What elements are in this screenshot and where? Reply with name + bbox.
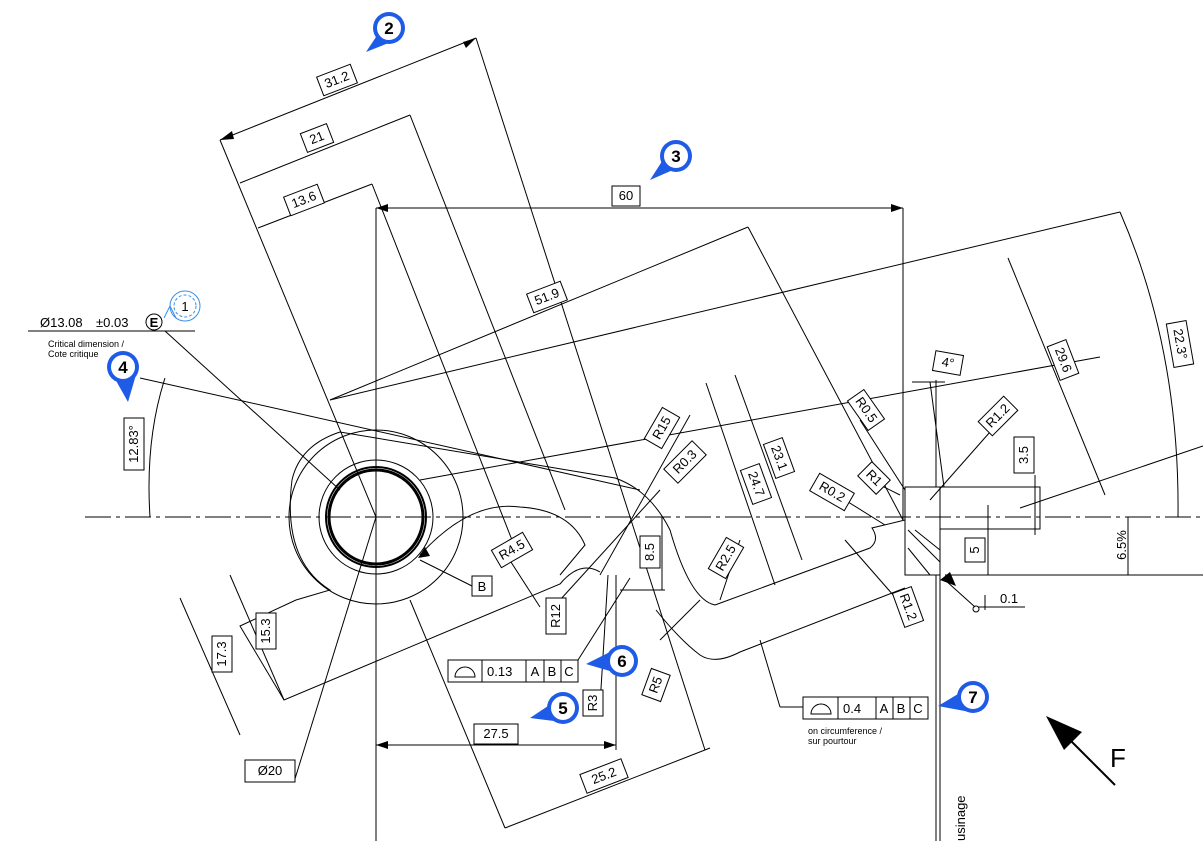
fcf2-datum-b: B (897, 701, 906, 716)
fcf2-note-1: on circumference / (808, 726, 883, 736)
dim-6-5-pct: 6.5% (1114, 530, 1129, 560)
callout-balloon-5: 5 (530, 692, 579, 724)
critical-value: Ø13.08 (40, 315, 83, 330)
part-outline (239, 380, 1203, 841)
datum-b-letter: B (478, 579, 487, 594)
profile-surface-icon-2 (810, 703, 832, 715)
critical-dimension: Ø13.08 ±0.03 E 1 Critical dimension / Co… (40, 290, 201, 359)
dim-5: 5 (967, 546, 982, 553)
dim-0-1: 0.1 (1000, 591, 1018, 606)
envelope-letter: E (150, 315, 159, 330)
fcf1-tolerance: 0.13 (487, 664, 512, 679)
callout-balloon-6: 6 (586, 645, 638, 677)
critical-flag-number: 1 (181, 299, 188, 314)
dim-15-3: 15.3 (258, 618, 273, 643)
dim-17-3: 17.3 (214, 641, 229, 666)
critical-note-en: Critical dimension / (48, 339, 125, 349)
view-arrow-icon (1046, 716, 1082, 750)
dim-60: 60 (619, 188, 633, 203)
view-arrow-f: F (1046, 716, 1126, 786)
callout-balloon-7: 7 (938, 681, 989, 713)
dim-3-5: 3.5 (1016, 446, 1031, 464)
callout-balloon-4: 4 (107, 351, 139, 402)
dim-22-3-deg: 22.3° (1170, 328, 1190, 361)
critical-flag-icon: 1 (163, 290, 201, 322)
callout-number-7: 7 (968, 688, 977, 707)
fcf1-datum-a: A (531, 664, 540, 679)
fcf1-datum-c: C (564, 664, 573, 679)
dim-r12: R12 (548, 604, 563, 628)
dim-21: 21 (307, 128, 326, 147)
callout-number-6: 6 (617, 652, 626, 671)
dimension-lines (28, 37, 1203, 841)
callout-number-4: 4 (118, 358, 128, 377)
view-letter: F (1110, 743, 1126, 773)
dim-phi20: Ø20 (258, 763, 283, 778)
datum-b-box: B (471, 575, 493, 597)
dim-r3: R3 (585, 695, 600, 712)
fcf2-datum-c: C (913, 701, 922, 716)
dim-27-5: 27.5 (483, 726, 508, 741)
feature-control-frame-1: 0.13 A B C (447, 659, 579, 683)
callout-number-5: 5 (558, 699, 567, 718)
critical-tolerance: ±0.03 (96, 315, 128, 330)
callout-balloon-2: 2 (366, 12, 405, 52)
callout-number-2: 2 (384, 19, 393, 38)
arrowheads (220, 38, 956, 749)
profile-surface-icon (454, 666, 476, 678)
callout-number-3: 3 (671, 147, 680, 166)
envelope-circle (145, 313, 163, 331)
usinage-label: usinage (953, 795, 968, 841)
dim-r5: R5 (646, 674, 666, 695)
feature-control-frame-2: 0.4 A B C on circumference / sur pourtou… (802, 696, 929, 746)
dim-12-83-deg: 12.83° (126, 425, 141, 463)
dim-4-deg: 4° (941, 354, 956, 371)
fcf2-note-2: sur pourtour (808, 736, 857, 746)
fcf2-datum-a: A (880, 701, 889, 716)
fcf1-datum-b: B (548, 664, 557, 679)
fcf2-tolerance: 0.4 (843, 701, 861, 716)
callout-balloon-3: 3 (650, 140, 692, 180)
flatness-circle-marker (972, 605, 980, 613)
critical-note-fr: Cote critique (48, 349, 99, 359)
dim-8-5: 8.5 (642, 543, 657, 561)
